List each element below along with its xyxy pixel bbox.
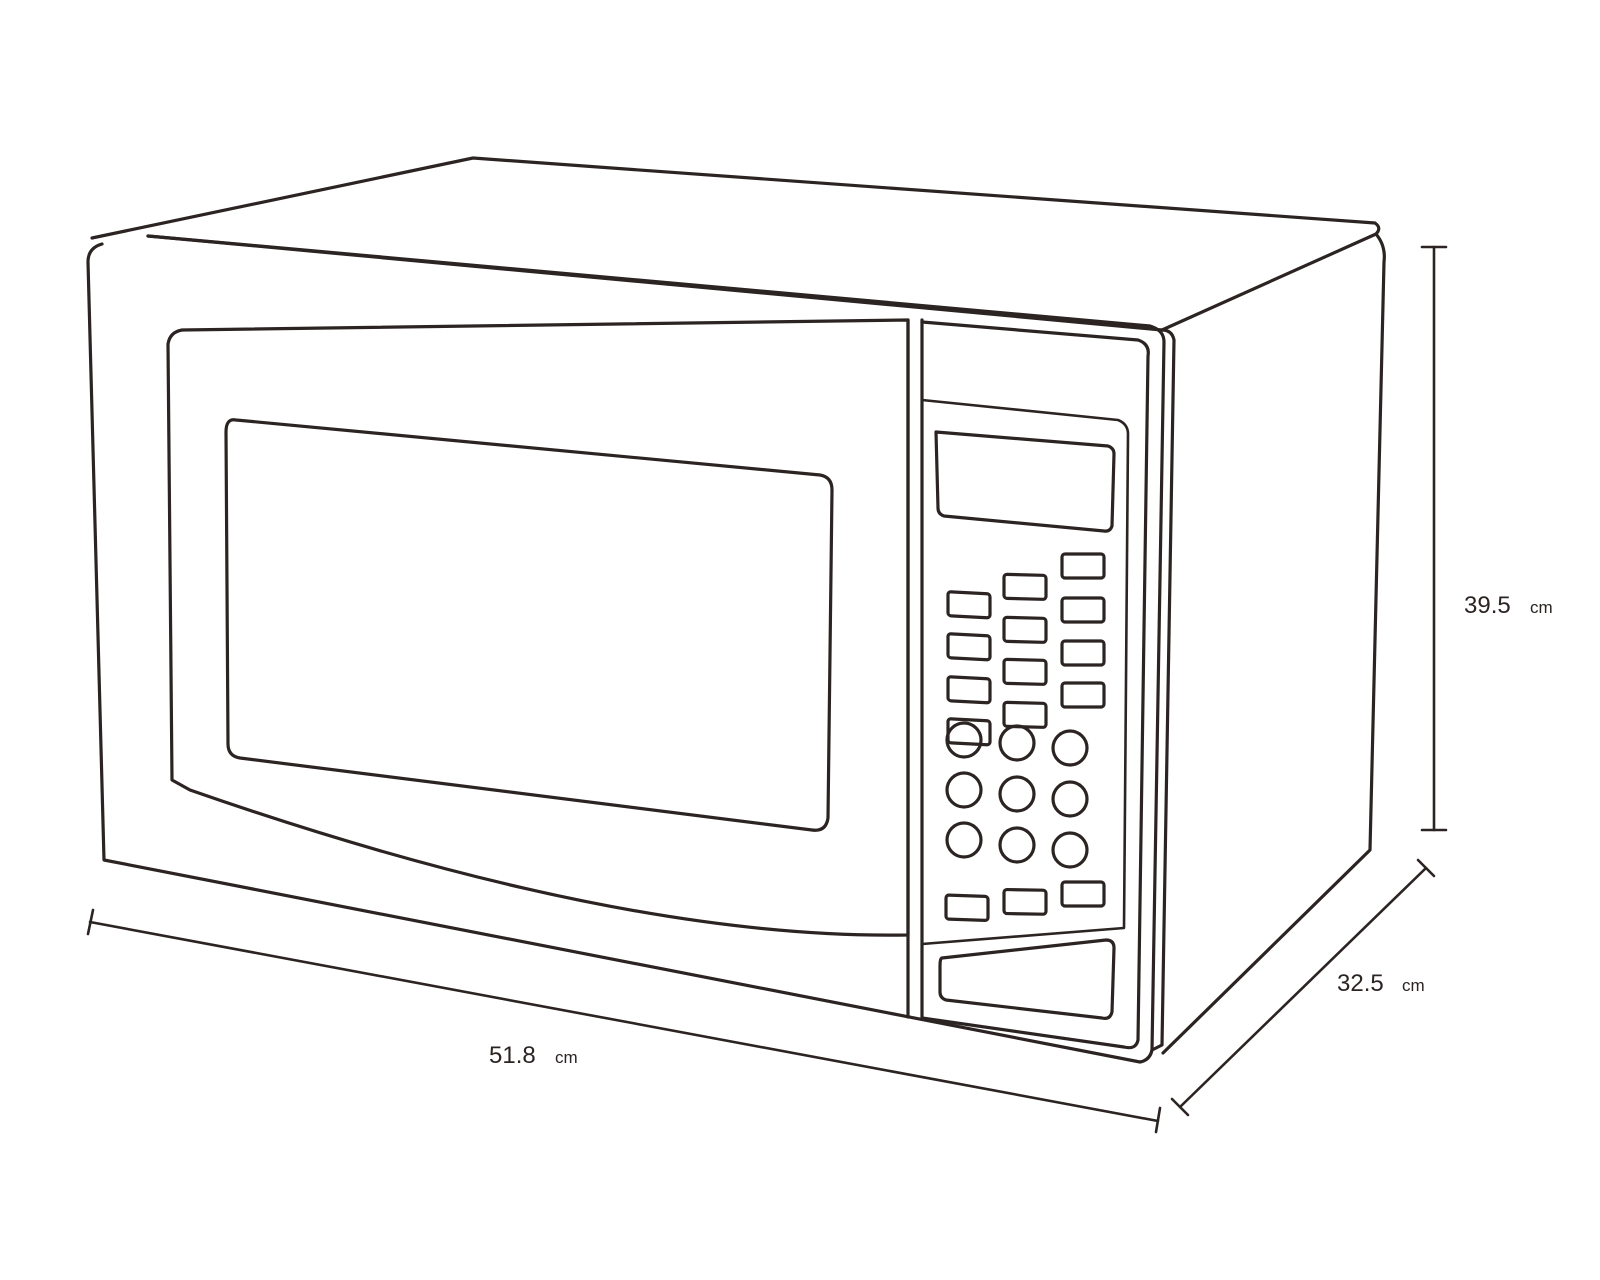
depth-value: 32.5 [1337, 970, 1384, 997]
key[interactable] [1002, 700, 1048, 729]
depth-dimension: 32.5 cm [1170, 858, 1436, 1117]
number-key[interactable] [945, 771, 983, 809]
key[interactable] [1060, 681, 1106, 709]
control-panel [906, 318, 1150, 1050]
height-dimension: 39.5 cm [1420, 245, 1553, 832]
number-key[interactable] [1051, 780, 1089, 818]
key[interactable] [1002, 615, 1048, 644]
top-face [90, 156, 1381, 332]
number-key[interactable] [1051, 831, 1089, 869]
number-key[interactable] [945, 721, 983, 759]
width-value: 51.8 [489, 1042, 536, 1069]
height-unit: cm [1530, 598, 1553, 617]
height-value: 39.5 [1464, 592, 1511, 619]
display-screen [934, 430, 1116, 533]
door-outline [166, 318, 910, 937]
key[interactable] [1002, 572, 1048, 601]
right-side-face [1161, 232, 1386, 1055]
width-dimension: 51.8 cm [86, 908, 1162, 1134]
door-window-frame [224, 418, 834, 832]
microwave-body [86, 156, 1386, 1064]
key[interactable] [1002, 657, 1048, 686]
width-dimension-tick-right [1154, 1106, 1162, 1134]
door [166, 318, 910, 937]
key[interactable] [1002, 887, 1048, 916]
panel-inner-frame [920, 398, 1130, 946]
depth-dimension-tick-top [1416, 858, 1436, 878]
depth-unit: cm [1402, 976, 1425, 995]
front-outer-seam [1150, 328, 1176, 1052]
key[interactable] [946, 632, 992, 662]
number-key[interactable] [945, 821, 983, 859]
key[interactable] [944, 893, 990, 922]
depth-dimension-line [1178, 866, 1428, 1109]
number-key[interactable] [1051, 729, 1089, 767]
panel-frame [920, 320, 1150, 1050]
key[interactable] [1060, 880, 1106, 908]
key[interactable] [946, 675, 992, 705]
width-dimension-line [88, 920, 1160, 1123]
keypad-bottom-keys [944, 880, 1106, 922]
width-dimension-tick-left [86, 908, 95, 936]
key[interactable] [1060, 596, 1106, 624]
keypad-rect-keys [946, 552, 1106, 747]
door-release-button[interactable] [938, 938, 1116, 1020]
number-key[interactable] [998, 724, 1036, 762]
depth-dimension-tick-bottom [1170, 1097, 1190, 1117]
keypad-round-keys [945, 721, 1089, 869]
number-key[interactable] [998, 826, 1036, 864]
key[interactable] [1060, 552, 1106, 580]
key[interactable] [946, 590, 992, 620]
width-unit: cm [555, 1048, 578, 1067]
key[interactable] [1060, 639, 1106, 667]
number-key[interactable] [998, 775, 1036, 813]
front-outer-panel [86, 234, 1166, 1064]
